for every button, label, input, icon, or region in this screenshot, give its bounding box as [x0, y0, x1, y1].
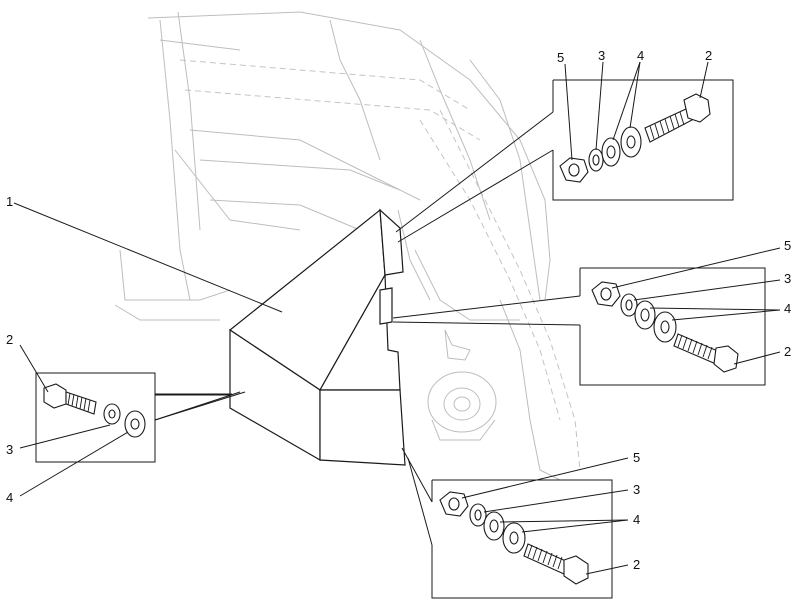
- bottom-flat-washer-a: [483, 511, 505, 541]
- callout-label-left-lock-washer: 3: [6, 442, 13, 457]
- right-lock-washer: [620, 293, 638, 317]
- bottom-flat-washer-b: [502, 522, 526, 554]
- right-flat-washer-a: [634, 300, 656, 330]
- callout-label-right-lock-washer: 3: [784, 271, 791, 286]
- callout-label-right-nut: 5: [784, 238, 791, 253]
- bottom-hardware-group: 5 3 4 2: [401, 447, 640, 599]
- left-bolt: [43, 383, 97, 415]
- bottom-bolt: [523, 543, 589, 585]
- callout-label-bottom-flat-washers: 4: [633, 512, 640, 527]
- top-nut: [559, 157, 589, 183]
- callout-label-top-lock-washer: 3: [598, 48, 605, 63]
- bottom-nut: [439, 491, 469, 517]
- left-flat-washer: [124, 410, 146, 438]
- top-lock-washer: [588, 148, 604, 172]
- callout-label-bottom-bolt: 2: [633, 557, 640, 572]
- top-bolt: [644, 93, 711, 143]
- callout-label-right-flat-washers: 4: [784, 301, 791, 316]
- right-flat-washer-b: [653, 311, 677, 343]
- bottom-lock-washer: [469, 503, 487, 527]
- right-hardware-group: 5 3 4 2: [392, 238, 791, 386]
- left-hardware-group: 2 3 4: [6, 332, 246, 505]
- left-lock-washer: [103, 403, 121, 425]
- callout-label-top-bolt: 2: [705, 48, 712, 63]
- callout-label-right-bolt: 2: [784, 344, 791, 359]
- top-flat-washer-b: [620, 126, 642, 158]
- top-hardware-group: 5 3 4 2: [395, 48, 734, 243]
- callout-label-top-flat-washers: 4: [637, 48, 644, 63]
- callout-label-top-nut: 5: [557, 50, 564, 65]
- leader-part-1: 1: [6, 194, 283, 313]
- background-chassis-outline: [114, 11, 581, 481]
- right-bolt: [673, 333, 739, 373]
- main-bracket-part: [228, 208, 406, 466]
- callout-label-left-flat-washer: 4: [6, 490, 13, 505]
- callout-label-left-bolt: 2: [6, 332, 13, 347]
- callout-label-bottom-lock-washer: 3: [633, 482, 640, 497]
- top-flat-washer-a: [601, 137, 621, 167]
- right-nut: [591, 281, 621, 307]
- callout-label-bottom-nut: 5: [633, 450, 640, 465]
- callout-label-1: 1: [6, 194, 13, 209]
